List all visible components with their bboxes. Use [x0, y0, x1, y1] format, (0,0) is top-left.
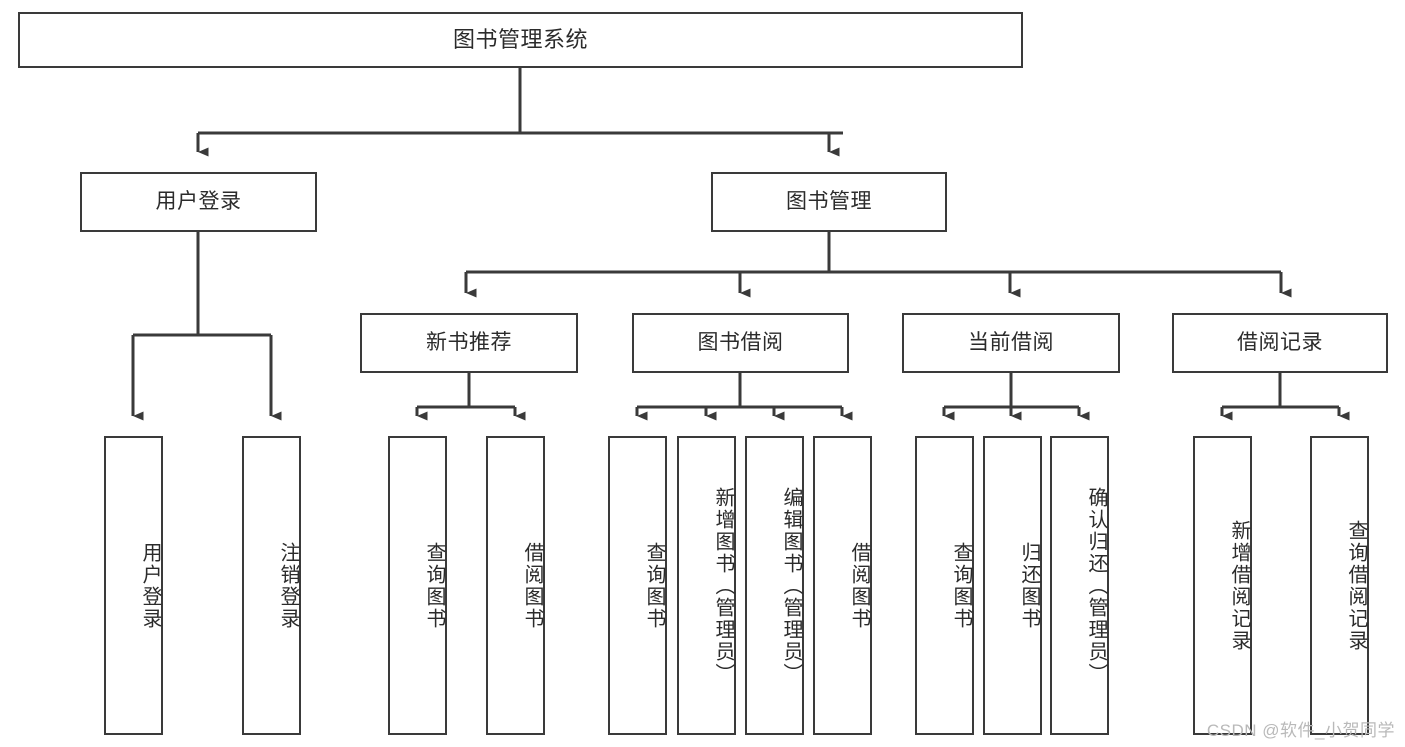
node-label: 借阅图书: [521, 541, 543, 630]
leaf-user-login-signout[interactable]: 注销登录: [242, 436, 301, 735]
node-label: 归还图书: [1018, 541, 1040, 630]
node-new-book-recommend[interactable]: 新书推荐: [360, 313, 578, 373]
node-label: 确认归还（管理员）: [1085, 486, 1107, 685]
node-book-management[interactable]: 图书管理: [711, 172, 947, 232]
leaf-book-borrow-query[interactable]: 查询图书: [608, 436, 667, 735]
node-label: 注销登录: [277, 541, 299, 630]
leaf-new-books-borrow[interactable]: 借阅图书: [486, 436, 545, 735]
leaf-new-books-query[interactable]: 查询图书: [388, 436, 447, 735]
leaf-book-borrow-add[interactable]: 新增图书（管理员）: [677, 436, 736, 735]
node-user-login[interactable]: 用户登录: [80, 172, 317, 232]
leaf-records-query[interactable]: 查询借阅记录: [1310, 436, 1369, 735]
node-label: 查询图书: [643, 541, 665, 630]
leaf-current-borrow-confirm-return[interactable]: 确认归还（管理员）: [1050, 436, 1109, 735]
node-book-borrow[interactable]: 图书借阅: [632, 313, 849, 373]
node-label: 借阅图书: [848, 541, 870, 630]
node-label: 用户登录: [139, 541, 161, 630]
node-label: 图书管理系统: [452, 27, 588, 53]
leaf-current-borrow-return[interactable]: 归还图书: [983, 436, 1042, 735]
node-label: 图书管理: [786, 189, 872, 213]
watermark: CSDN @软件_小贺同学: [1206, 721, 1395, 740]
node-label: 图书借阅: [697, 330, 784, 354]
leaf-book-borrow-edit[interactable]: 编辑图书（管理员）: [745, 436, 804, 735]
node-label: 查询借阅记录: [1345, 519, 1367, 652]
leaf-current-borrow-query[interactable]: 查询图书: [915, 436, 974, 735]
node-label: 新增借阅记录: [1228, 519, 1250, 652]
node-root-system[interactable]: 图书管理系统: [18, 12, 1023, 68]
node-borrow-records[interactable]: 借阅记录: [1172, 313, 1388, 373]
leaf-records-add[interactable]: 新增借阅记录: [1193, 436, 1252, 735]
node-label: 新书推荐: [426, 330, 512, 354]
leaf-book-borrow-lend[interactable]: 借阅图书: [813, 436, 872, 735]
node-label: 新增图书（管理员）: [712, 486, 734, 685]
node-label: 借阅记录: [1237, 330, 1323, 354]
node-label: 查询图书: [950, 541, 972, 630]
node-label: 编辑图书（管理员）: [780, 486, 802, 685]
node-label: 当前借阅: [968, 330, 1054, 354]
leaf-user-login-signin[interactable]: 用户登录: [104, 436, 163, 735]
node-current-borrow[interactable]: 当前借阅: [902, 313, 1120, 373]
node-label: 查询图书: [423, 541, 445, 630]
node-label: 用户登录: [155, 189, 242, 213]
